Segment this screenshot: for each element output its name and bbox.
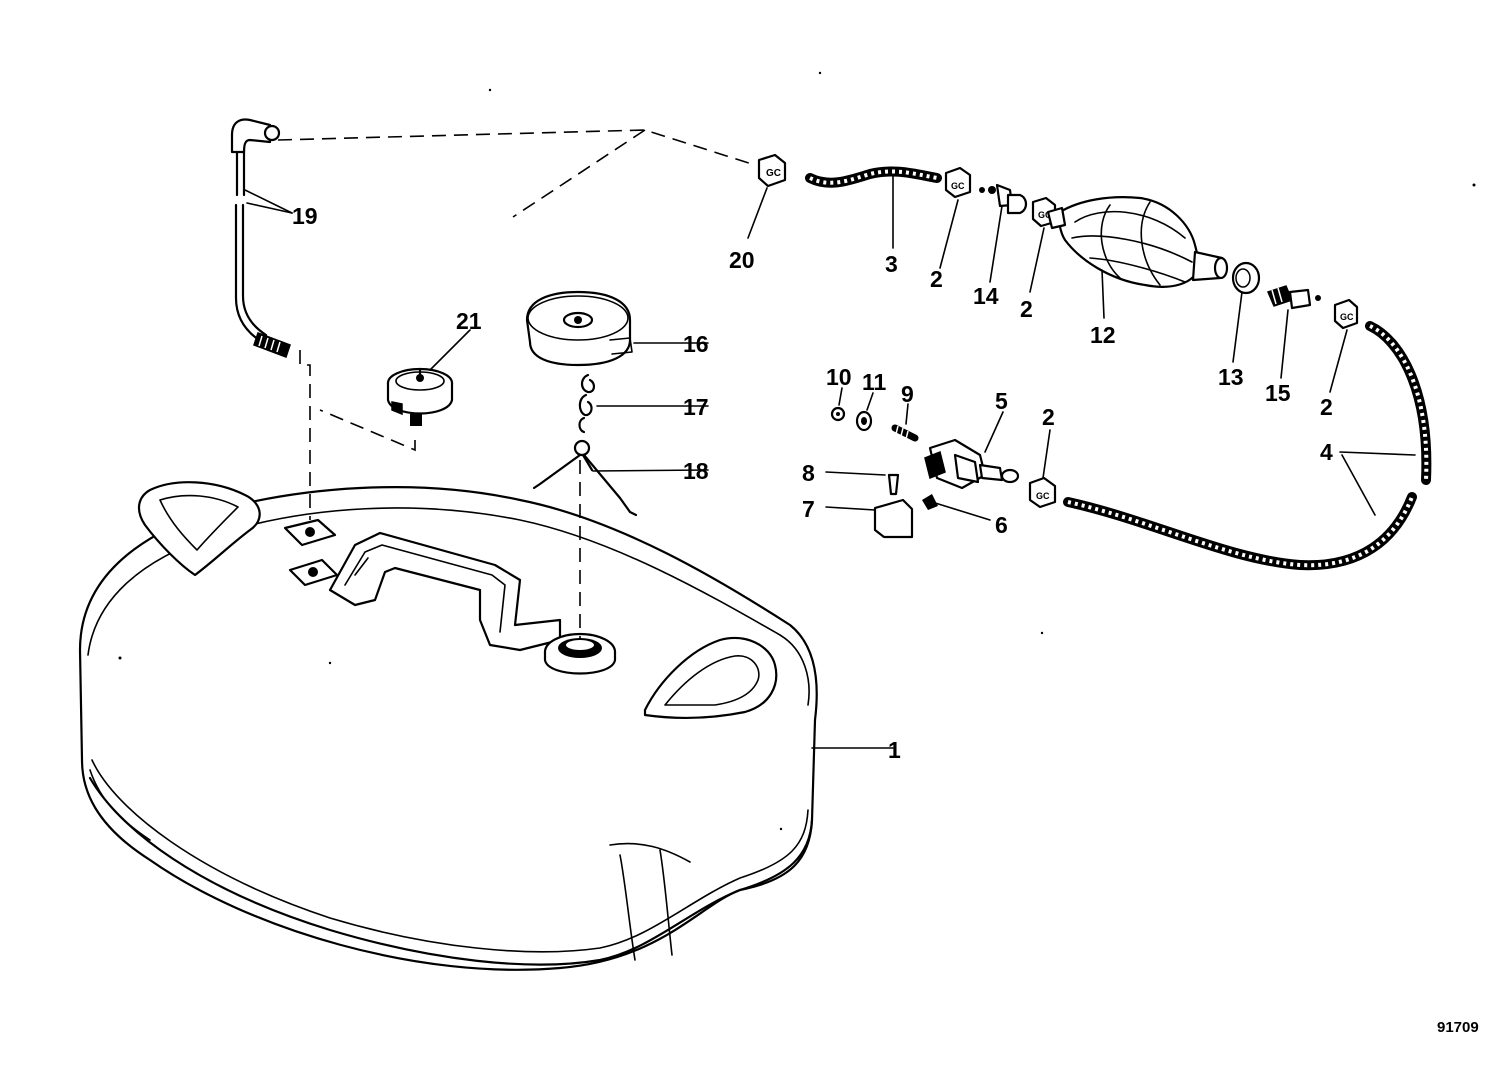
callout-16: 16: [683, 331, 709, 357]
connector-20: GC: [757, 153, 787, 188]
svg-text:GC: GC: [766, 168, 781, 179]
callout-3: 3: [885, 251, 898, 277]
svg-text:GC: GC: [1038, 210, 1052, 220]
callout-labels: 1 2 2 2 2 3 4 5 6 7 8 9 10 11 12 13 14 1…: [292, 203, 1479, 1036]
pickup-tube: [230, 118, 291, 358]
callout-2: 2: [1020, 296, 1033, 322]
callout-8: 8: [802, 460, 815, 486]
vent-assembly: [386, 367, 454, 426]
connector-5: [924, 438, 1020, 490]
svg-text:GC: GC: [951, 181, 965, 191]
callout-1: 1: [888, 737, 901, 763]
svg-text:GC: GC: [1036, 491, 1050, 501]
callout-20: 20: [729, 247, 755, 273]
callout-14: 14: [973, 283, 999, 309]
clamps-2: GC GC GC GC: [944, 166, 1359, 509]
assembly-dashed-lines: [277, 129, 756, 640]
svg-text:GC: GC: [1340, 312, 1354, 322]
primer-bulb: [1046, 196, 1229, 288]
chain-and-retainer: [532, 373, 638, 517]
callout-17: 17: [683, 394, 709, 420]
callout-7: 7: [802, 496, 815, 522]
figure-code: 91709: [1437, 1019, 1479, 1036]
callout-11: 11: [862, 369, 887, 395]
callout-2: 2: [1320, 394, 1333, 420]
callout-leaders: [244, 174, 1416, 749]
callout-2: 2: [1042, 404, 1055, 430]
callout-10: 10: [826, 364, 852, 390]
callout-6: 6: [995, 512, 1008, 538]
fitting-15: [1266, 285, 1321, 310]
hose-4: [1063, 321, 1432, 571]
fitting-14: [979, 183, 1028, 215]
callout-4: 4: [1320, 439, 1333, 465]
callout-9: 9: [901, 381, 914, 407]
callout-18: 18: [683, 458, 709, 484]
callout-13: 13: [1218, 364, 1244, 390]
scan-specks: [118, 71, 1476, 831]
callout-2: 2: [930, 266, 943, 292]
callout-15: 15: [1265, 380, 1291, 406]
callout-5: 5: [995, 388, 1008, 414]
fuel-tank: [78, 481, 818, 971]
fitting-13: [1231, 261, 1261, 295]
callout-19: 19: [292, 203, 318, 229]
filler-cap: [525, 290, 633, 367]
hose-3: [805, 166, 942, 188]
callout-21: 21: [456, 308, 482, 334]
callout-12: 12: [1090, 322, 1116, 348]
small-parts: [830, 406, 938, 539]
